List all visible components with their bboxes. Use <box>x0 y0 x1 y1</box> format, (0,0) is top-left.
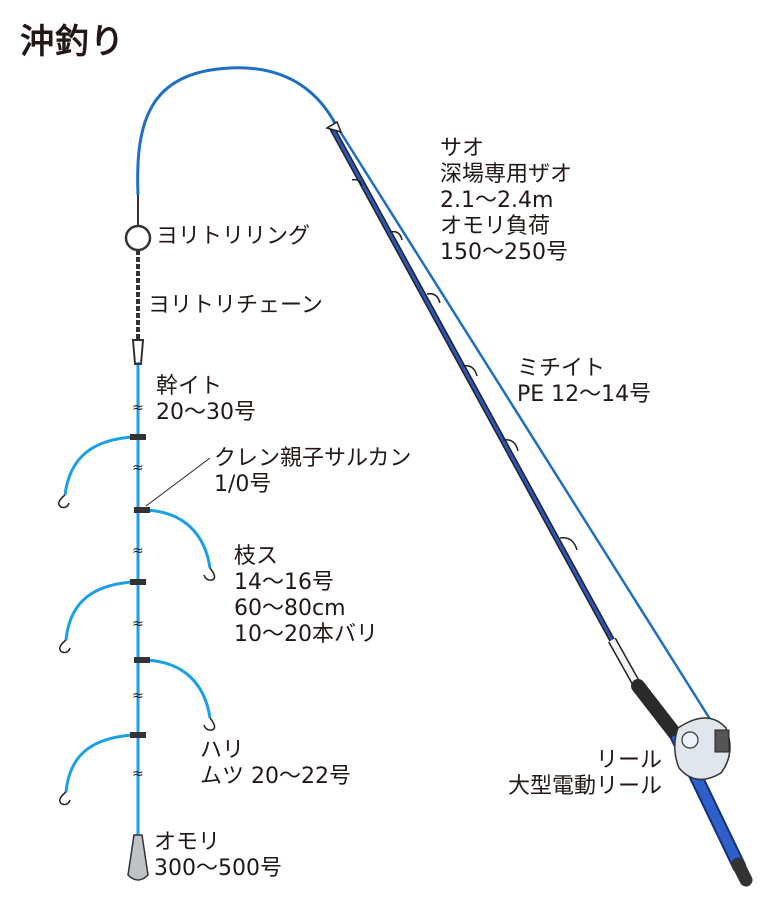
page-title: 沖釣り <box>20 22 125 62</box>
svg-text:≈: ≈ <box>132 616 144 632</box>
svg-text:≈: ≈ <box>132 688 144 704</box>
svg-text:≈: ≈ <box>132 543 144 559</box>
yoritori-chain-label: ヨリトリチェーン <box>148 293 323 318</box>
main-line <box>136 66 338 196</box>
branch-lines <box>63 435 212 793</box>
yoritori-ring-shape <box>124 224 152 252</box>
hooks <box>58 494 216 806</box>
yoritori-ring-label: ヨリトリリング <box>156 224 311 249</box>
svg-text:≈: ≈ <box>132 460 144 476</box>
sinker-shape <box>127 834 149 881</box>
svg-text:≈: ≈ <box>132 766 144 782</box>
swivels <box>130 434 150 738</box>
break-marks: ≈ ≈ ≈ ≈ ≈ ≈ <box>132 400 144 782</box>
electric-reel <box>674 717 731 781</box>
svg-text:≈: ≈ <box>132 400 144 416</box>
main-line-along-rod <box>334 124 722 736</box>
hook-label: ハリムツ 20〜22号 <box>200 738 351 789</box>
reel-label: リール大型電動リール <box>507 748 662 799</box>
